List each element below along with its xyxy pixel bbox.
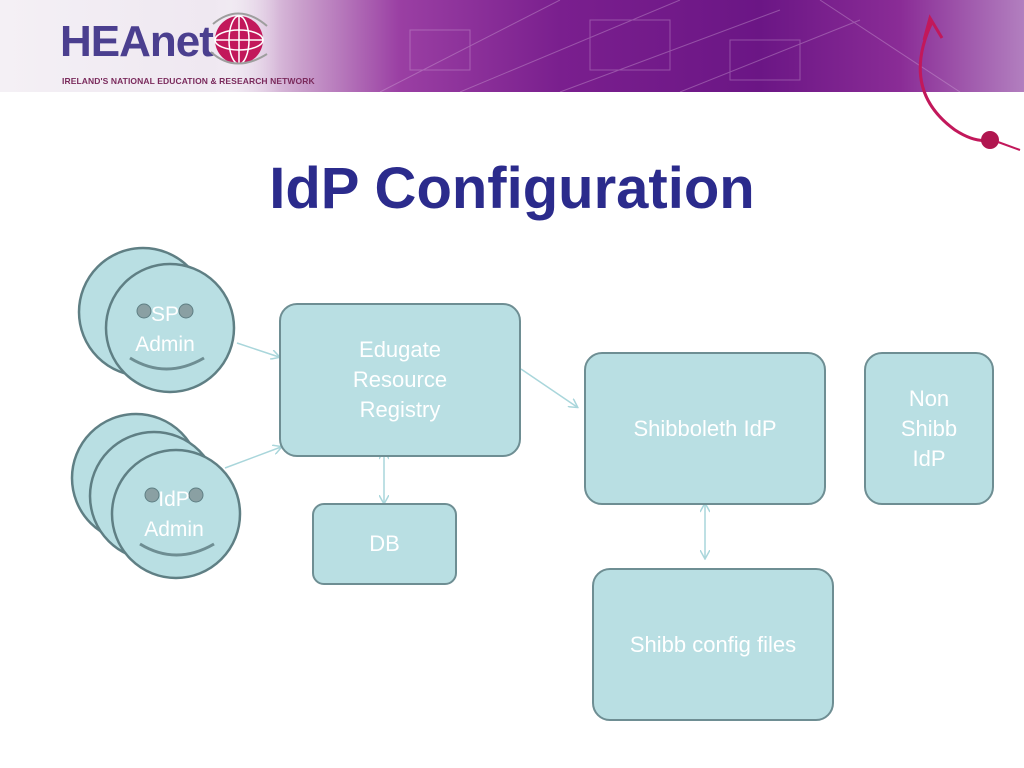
non-shibb-box-line: Shibb [900,415,958,441]
sp-admin-label: SP Admin [115,300,215,360]
sp-admin-label-line: SP [150,303,179,326]
idp-admin-label: IdP Admin [124,485,224,545]
banner-texture [379,0,961,92]
non-shibb-box-line: IdP [912,445,946,471]
sp-admin-label-line: Admin [135,333,195,356]
slide-title: IdP Configuration [269,156,755,221]
edugate-box-line: Registry [359,397,441,422]
edugate-resource-registry-box: Edugate Resource Registry [279,303,521,457]
idp-admin-faces [70,412,242,580]
db-box-label: DB [369,531,400,556]
header-banner: HEAnet IRELAND'S NATIONAL EDUCATION & RE… [0,0,1024,92]
sp-admin-faces [77,246,236,394]
arrow-edugate-to-shib [520,368,577,407]
swoosh-decoration-icon [918,14,1021,151]
globe-logo-icon [210,12,268,65]
arrow-idp-to-edugate [224,447,281,469]
non-shibb-box-line: Non [908,385,950,411]
idp-admin-label-line: Admin [144,518,204,541]
non-shibb-idp-box: Non Shibb IdP [864,352,994,505]
shibb-config-files-label: Shibb config files [629,631,797,657]
idp-admin-label-line: IdP [158,488,190,511]
heanet-logo-word: HEAnet [60,17,214,66]
shibboleth-idp-label: Shibboleth IdP [633,415,777,441]
heanet-tagline: IRELAND'S NATIONAL EDUCATION & RESEARCH … [62,76,315,86]
shibb-config-files-box: Shibb config files [592,568,834,721]
arrow-sp-to-edugate [236,342,279,357]
edugate-box-line: Edugate [359,337,441,362]
shibboleth-idp-box: Shibboleth IdP [584,352,826,505]
edugate-box-line: Resource [352,367,448,392]
db-box: DB [312,503,457,585]
